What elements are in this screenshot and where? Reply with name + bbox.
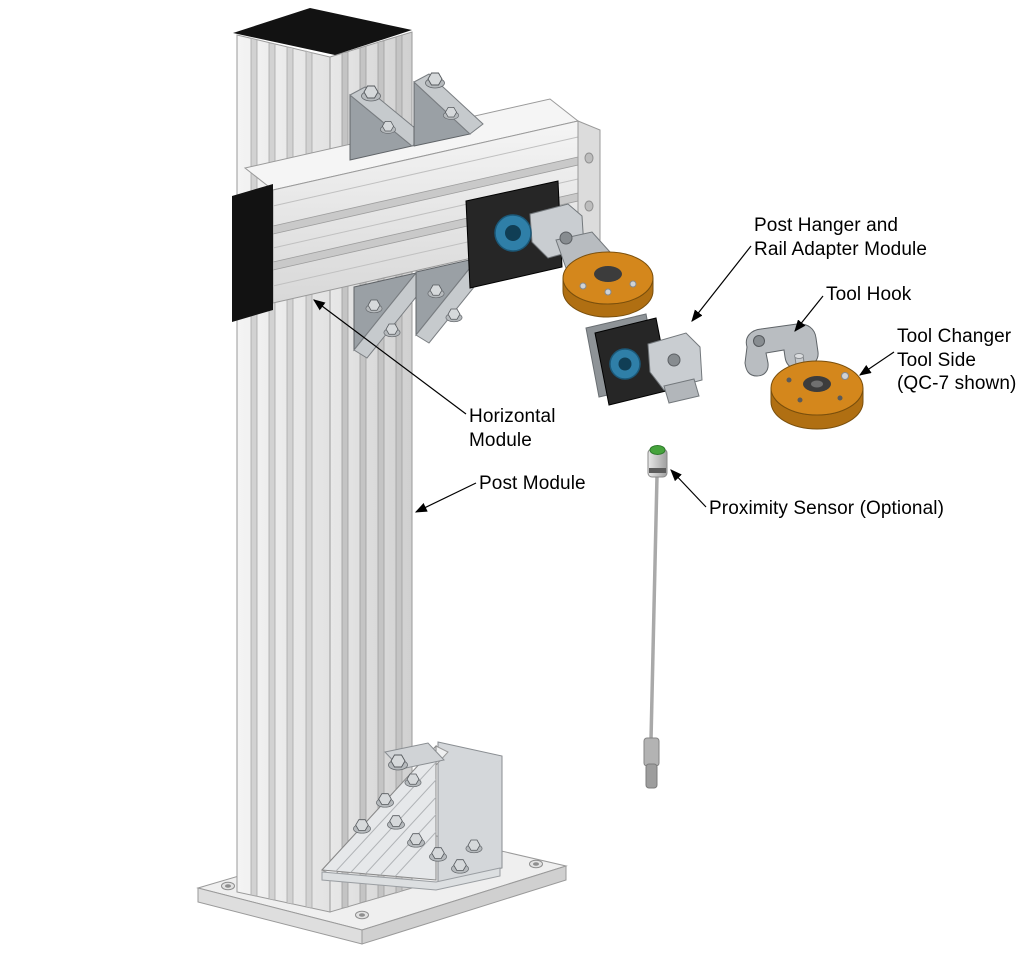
leader-post-module	[414, 482, 477, 513]
leader-tool-hook	[794, 295, 824, 332]
tool-changer-bore	[594, 266, 622, 282]
tool-changer-pin	[629, 280, 637, 288]
tool-changer-tool-side-graphic	[770, 353, 864, 430]
base-bracket-bottom-flange	[321, 867, 501, 891]
base-bracket-side-plate	[437, 741, 503, 883]
tool-hook-hole	[753, 335, 765, 347]
label-post-hanger: Post Hanger and Rail Adapter Module	[754, 215, 928, 260]
sensor-led	[649, 445, 666, 455]
tool-changer-bore-inner	[811, 380, 823, 388]
post-top-cap	[233, 8, 412, 55]
tool-changer-dot	[797, 397, 803, 403]
leader-horizontal-module	[313, 299, 467, 415]
label-proximity-sensor: Proximity Sensor (Optional)	[709, 498, 944, 519]
leader-proximity-sensor	[670, 469, 707, 508]
leader-lines	[313, 245, 895, 513]
label-tool-changer: Tool Changer Tool Side (QC-7 shown)	[897, 326, 1017, 395]
tool-changer-dot	[837, 395, 843, 401]
sensor-connector-tip	[645, 763, 658, 789]
rail-end-slot-hole	[584, 152, 594, 164]
label-post-module: Post Module	[479, 473, 586, 494]
post-hanger-mounted-graphic	[465, 180, 654, 318]
hanger-knob-center	[505, 225, 521, 241]
tool-changer-dot	[786, 377, 792, 383]
rail-gussets-top	[349, 72, 484, 161]
tool-changer-pin	[604, 288, 612, 296]
sensor-connector	[643, 737, 660, 767]
tool-changer-screw	[841, 372, 849, 380]
hanger-knob-center	[618, 357, 632, 371]
base-bracket-graphic	[320, 741, 503, 891]
label-tool-hook: Tool Hook	[826, 284, 912, 305]
sensor-band	[649, 468, 666, 473]
leader-tool-changer	[859, 351, 895, 376]
label-horizontal-module: Horizontal Module	[469, 406, 556, 451]
post-hanger-exploded-graphic	[585, 313, 703, 406]
rail-end-slot-hole	[584, 200, 594, 212]
sensor-rod	[649, 475, 659, 741]
rail-gussets-bottom	[353, 257, 492, 359]
clevis-tab	[663, 378, 700, 404]
clevis-pivot	[667, 353, 681, 367]
rail-left-end-cap	[232, 184, 273, 322]
clevis-pivot	[559, 231, 573, 245]
tool-changer-pin	[579, 282, 587, 290]
base-plate-right-side	[361, 865, 567, 945]
proximity-sensor-graphic	[643, 445, 668, 789]
tool-changer-pin-top	[794, 353, 804, 359]
leader-post-hanger	[691, 245, 752, 322]
